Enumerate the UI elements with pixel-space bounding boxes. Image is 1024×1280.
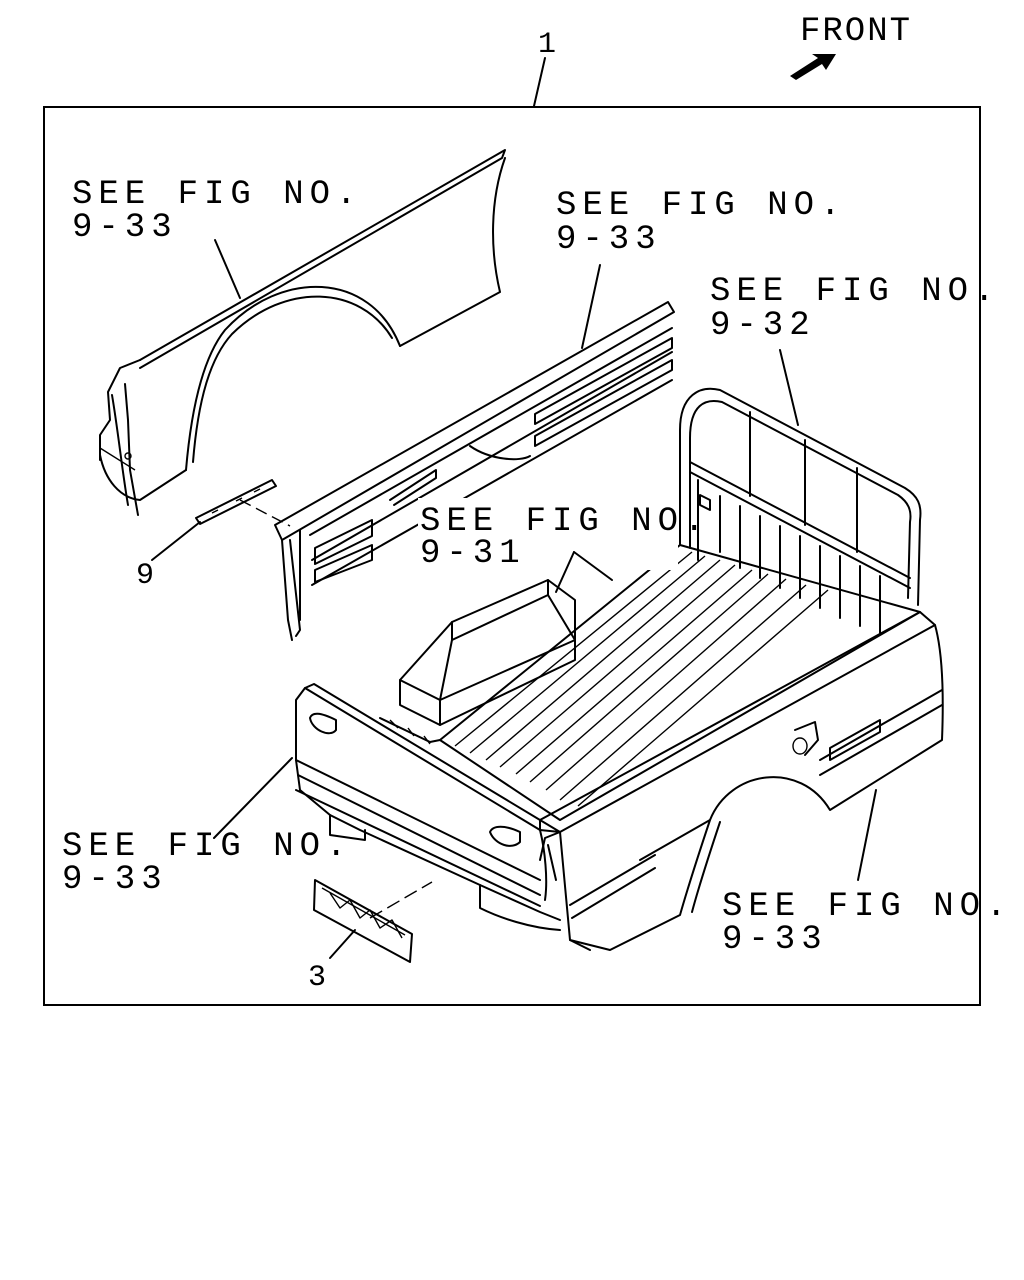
ref-lower-left-line2: 9-33: [62, 861, 168, 899]
part-3-plate: [313, 879, 413, 963]
leader-part-9-dash: [239, 499, 291, 527]
ref-upper-left: SEE FIG NO. 9-33: [72, 176, 362, 247]
ref-upper-right-line2: 9-32: [710, 307, 816, 345]
leader-upper-left: [214, 239, 241, 299]
leader-upper-right: [779, 349, 799, 426]
leader-part-3-dash: [369, 881, 433, 919]
ref-upper-left-line1: SEE FIG NO.: [72, 176, 362, 214]
ref-lower-right-line2: 9-33: [722, 921, 828, 959]
front-panel-headboard: [679, 387, 922, 635]
leader-part-3: [329, 929, 356, 959]
ref-upper-mid-line1: SEE FIG NO.: [556, 187, 846, 225]
inner-side-panel: [274, 301, 675, 641]
leader-upper-mid: [581, 264, 601, 349]
ref-lower-right-line1: SEE FIG NO.: [722, 888, 1012, 926]
front-label: FRONT: [800, 13, 912, 51]
left-outer-side-panel: [99, 149, 506, 516]
ref-upper-right: SEE FIG NO. 9-32: [710, 273, 1000, 345]
ref-upper-right-line1: SEE FIG NO.: [710, 273, 1000, 311]
ref-lower-left: SEE FIG NO. 9-33: [62, 828, 352, 899]
ref-upper-mid-line2: 9-33: [556, 221, 662, 259]
leader-center-a: [555, 551, 575, 593]
callout-part-9: 9: [136, 559, 154, 593]
callout-part-3: 3: [308, 961, 326, 995]
callout-assembly: 1: [538, 28, 556, 62]
leader-part-9: [151, 521, 201, 561]
ref-lower-right: SEE FIG NO. 9-33: [722, 888, 1012, 959]
ref-upper-mid: SEE FIG NO. 9-33: [556, 187, 846, 259]
diagram-frame: [43, 106, 981, 1006]
front-arrow-icon: [790, 54, 836, 80]
ref-upper-left-line2: 9-33: [72, 209, 178, 247]
leader-lower-right: [857, 789, 877, 881]
leader-center-b: [573, 551, 613, 581]
ref-center-line2: 9-31: [420, 535, 526, 573]
ref-lower-left-line1: SEE FIG NO.: [62, 828, 352, 866]
part-9-strip: [195, 479, 277, 525]
ref-center-line1: SEE FIG NO.: [420, 503, 710, 541]
leader-lower-left: [213, 757, 293, 839]
ref-center: SEE FIG NO. 9-31: [418, 498, 710, 573]
cargo-bed: [295, 544, 944, 951]
leader-assembly: [533, 57, 546, 107]
